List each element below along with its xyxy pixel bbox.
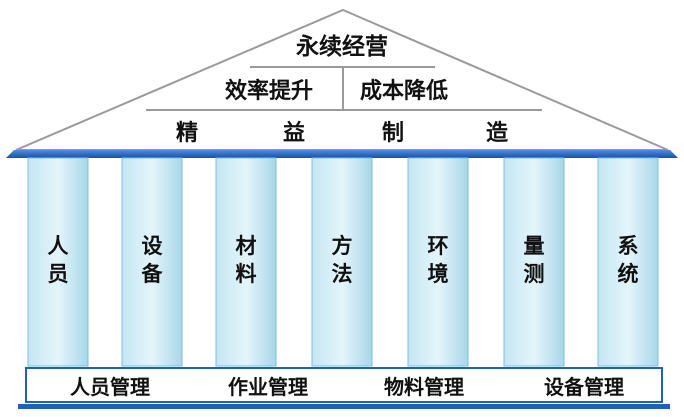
- pillar-group: [27, 157, 659, 367]
- pillar-label-material: 材料: [235, 234, 257, 286]
- pillar-equipment: [121, 157, 183, 367]
- foundation-label-personnel-management: 人员管理: [70, 375, 150, 399]
- pillar-environment: [407, 157, 469, 367]
- roof-beam: [6, 150, 678, 158]
- roof-top-label: 永续经营: [296, 34, 388, 60]
- roof-base-char-3: 制: [381, 121, 404, 146]
- pillar-label-equipment: 设备: [141, 234, 163, 286]
- foundation-label-material-management: 物料管理: [384, 375, 464, 399]
- pillar-label-personnel: 人员: [47, 234, 69, 286]
- pillar-label-system: 系统: [617, 234, 639, 286]
- roof-base-char-4: 造: [485, 121, 508, 146]
- foundation-label-equipment-management: 设备管理: [544, 375, 624, 399]
- pillar-label-measurement: 量测: [523, 234, 545, 286]
- roof-middle-label-left: 效率提升: [224, 79, 313, 104]
- roof-middle-label-right: 成本降低: [359, 79, 448, 104]
- foundation-base-line: [18, 404, 670, 409]
- foundation-band: [25, 367, 663, 403]
- roof-base-char-2: 益: [282, 121, 305, 146]
- pillar-material: [215, 157, 277, 367]
- pillar-measurement: [503, 157, 565, 367]
- pillar-label-environment: 环境: [427, 234, 449, 286]
- pillar-method: [311, 157, 373, 367]
- pillar-system: [597, 157, 659, 367]
- pillar-personnel: [27, 157, 89, 367]
- pillar-label-method: 方法: [331, 234, 353, 286]
- roof-base-char-1: 精: [175, 121, 198, 146]
- foundation-label-operation-management: 作业管理: [228, 375, 308, 399]
